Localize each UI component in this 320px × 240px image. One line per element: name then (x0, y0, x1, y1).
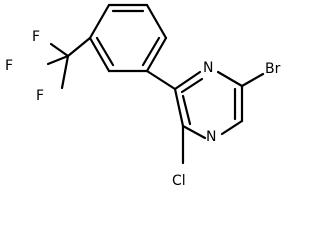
bond (220, 119, 244, 136)
benzene-ring (88, 3, 168, 73)
atom-label-fluorine: F (32, 29, 40, 45)
bond (216, 70, 244, 88)
bond-c-f (49, 42, 70, 58)
bond (88, 3, 111, 40)
bond-c-f (46, 54, 70, 66)
chlorine-substituent: Cl (172, 124, 186, 189)
bond (145, 3, 168, 40)
bond (66, 36, 92, 58)
bond (173, 70, 202, 91)
atom-label-nitrogen: N (206, 129, 216, 145)
trifluoromethyl-group: F F F (5, 29, 92, 104)
double-bond-inner (141, 36, 161, 67)
atom-label-fluorine: F (5, 58, 13, 74)
chemical-structure-diagram: F F F N N Br Cl (5, 3, 281, 189)
aryl-aryl-bond (145, 69, 177, 91)
bond (145, 36, 168, 73)
atom-label-fluorine: F (36, 88, 44, 104)
atom-label-chlorine: Cl (172, 173, 186, 189)
double-bond-inner (95, 36, 115, 67)
atom-label-bromine: Br (265, 61, 281, 77)
double-bond-inner (181, 94, 192, 126)
pyrimidine-ring: N N (173, 60, 244, 145)
bond-c-f (60, 54, 70, 90)
bond (173, 87, 185, 128)
bond (88, 36, 111, 73)
bond-c-br (240, 72, 265, 88)
atom-label-nitrogen: N (203, 60, 213, 76)
double-bond-inner (180, 77, 204, 94)
bond (181, 124, 207, 140)
bromine-substituent: Br (240, 61, 281, 88)
